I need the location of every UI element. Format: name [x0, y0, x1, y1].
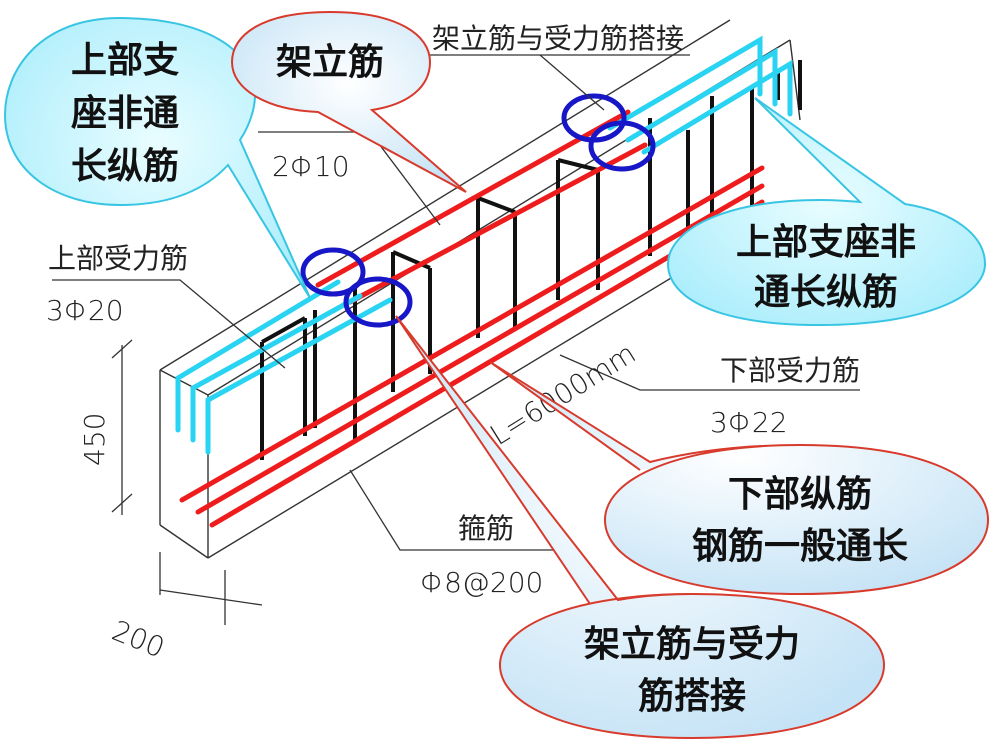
callout-top-middle-line-1: 架立筋 — [276, 42, 384, 83]
callout-right-middle-line-1: 上部支座非 — [736, 222, 916, 263]
ring-left-1 — [300, 247, 366, 297]
label-bottom-main: 下部受力筋 — [720, 354, 860, 387]
callout-top-left-line-1: 上部支 — [71, 40, 179, 81]
callout-right-middle: 上部支座非 通长纵筋 — [666, 97, 987, 327]
callout-bottom-center: 架立筋与受力 筋搭接 — [395, 315, 886, 740]
callout-bottom-right: 下部纵筋 钢筋一般通长 — [489, 361, 990, 596]
label-bottom-main-spec: 3Φ22 — [710, 406, 788, 439]
ring-left-2 — [343, 276, 413, 328]
label-stirrup: 箍筋 — [458, 512, 514, 545]
label-height: 450 — [78, 413, 111, 466]
lap-rings — [300, 93, 656, 328]
label-stirrup-spec: Φ8@200 — [420, 566, 543, 599]
label-erect-spec: 2Φ10 — [272, 150, 350, 183]
label-width: 200 — [107, 614, 169, 665]
callout-bottom-center-line-1: 架立筋与受力 — [584, 624, 800, 665]
cyan-bars — [175, 35, 793, 455]
callout-bottom-right-line-2: 钢筋一般通长 — [692, 526, 908, 567]
label-top-main: 上部受力筋 — [48, 242, 188, 275]
label-lap-top: 架立筋与受力筋搭接 — [432, 22, 684, 55]
callout-top-left-line-2: 座非通 — [71, 93, 179, 134]
callout-bottom-right-line-1: 下部纵筋 — [728, 474, 872, 515]
label-top-main-spec: 3Φ20 — [46, 294, 124, 327]
callout-right-middle-line-2: 通长纵筋 — [754, 272, 898, 313]
ring-right-2 — [588, 120, 656, 172]
callout-bottom-center-line-2: 筋搭接 — [638, 676, 746, 717]
callout-top-middle: 架立筋 — [230, 10, 467, 193]
callout-top-left-line-3: 长纵筋 — [71, 146, 179, 187]
